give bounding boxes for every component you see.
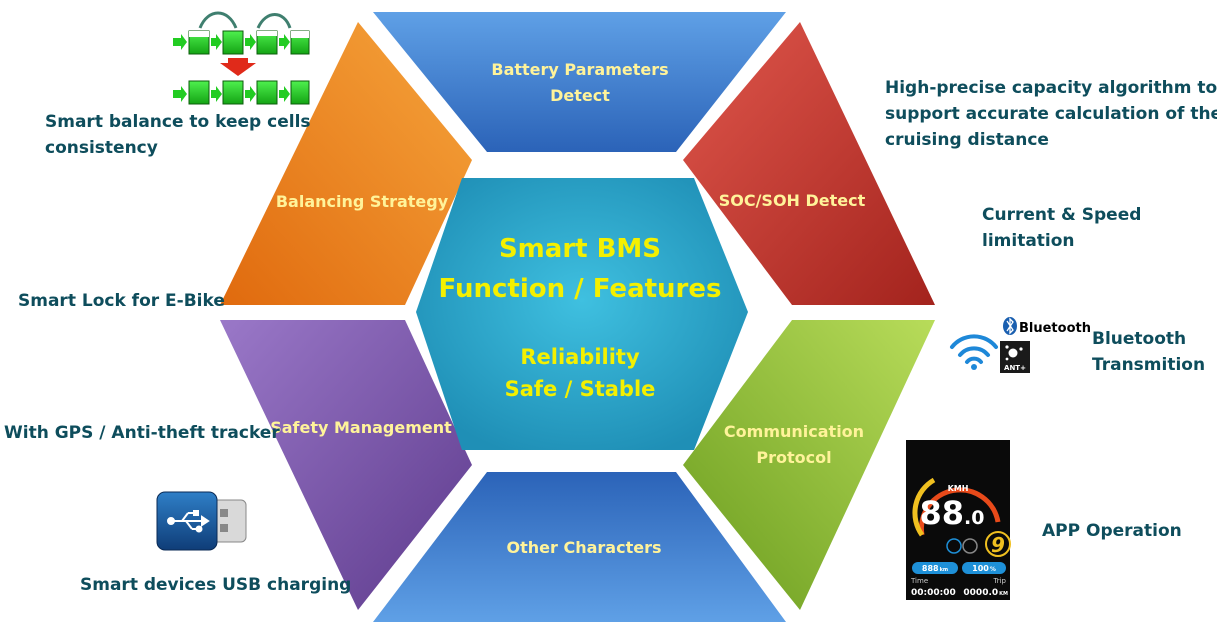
hub-title-line2: Function / Features xyxy=(439,274,722,304)
bluetooth-logo-icon: Bluetooth xyxy=(1003,317,1091,336)
segment-upper-right-label: SOC/SOH Detect xyxy=(719,191,866,210)
battery-cells-balance-icon xyxy=(173,11,310,105)
hub-title-line1: Smart BMS xyxy=(499,234,661,264)
display-trip-unit: KM xyxy=(999,591,1008,597)
segment-lower-right-communication xyxy=(683,320,935,610)
note-bluetooth-line2: Transmition xyxy=(1092,355,1206,375)
wireless-signal-icon xyxy=(950,334,998,370)
note-capacity-line2: support accurate calculation of the xyxy=(885,104,1217,124)
segment-lower-left-safety xyxy=(220,320,472,610)
segment-top-label-line2: Detect xyxy=(550,86,610,105)
display-speed-decimal: .0 xyxy=(964,507,984,529)
display-battery-unit: % xyxy=(990,566,996,573)
segment-upper-left-label: Balancing Strategy xyxy=(276,192,449,211)
display-speed-main: 88 xyxy=(920,494,965,532)
note-gps-text: With GPS / Anti-theft tracker xyxy=(4,423,280,443)
display-range: 888km xyxy=(922,564,948,573)
display-battery-value: 100 xyxy=(972,564,989,573)
hub-sub-line2: Safe / Stable xyxy=(505,377,656,401)
display-trip-number: 0000.0 xyxy=(963,588,998,598)
note-smart-balance-line2: consistency xyxy=(45,138,158,158)
display-time-label: Time xyxy=(910,577,928,585)
display-time-value: 00:00:00 xyxy=(911,588,956,598)
segment-bottom-label: Other Characters xyxy=(507,538,662,557)
segment-top-label-line1: Battery Parameters xyxy=(491,60,668,79)
note-capacity-line3: cruising distance xyxy=(885,130,1049,150)
display-gear: 9 xyxy=(991,533,1005,557)
note-capacity-algorithm: High-precise capacity algorithm to suppo… xyxy=(885,75,1217,153)
note-current-line2: limitation xyxy=(982,231,1075,251)
display-battery: 100% xyxy=(972,564,996,573)
ant-logo-icon: ANT+ xyxy=(1000,341,1030,373)
note-smart-lock: Smart Lock for E-Bike xyxy=(18,288,225,314)
segment-lower-right-label-line1: Communication xyxy=(724,422,864,441)
note-smart-balance: Smart balance to keep cells consistency xyxy=(45,109,311,161)
ant-logo-text: ANT+ xyxy=(1004,364,1026,372)
segment-top-battery-parameters xyxy=(373,12,786,152)
usb-drive-icon xyxy=(156,491,247,551)
center-hexagon xyxy=(416,178,748,450)
note-app-operation: APP Operation xyxy=(1042,518,1182,544)
ebike-display-icon: KMH 88.0 9 888km 100% Time Trip 00:00:00… xyxy=(906,440,1011,600)
note-app-text: APP Operation xyxy=(1042,521,1182,541)
note-usb-charging: Smart devices USB charging xyxy=(80,572,351,598)
note-bluetooth: Bluetooth Transmition xyxy=(1092,326,1205,378)
note-current-line1: Current & Speed xyxy=(982,205,1142,225)
display-unit: KMH xyxy=(948,484,969,493)
display-range-unit: km xyxy=(940,567,949,573)
segment-upper-right-soc-soh xyxy=(683,22,935,305)
note-usb-text: Smart devices USB charging xyxy=(80,575,352,595)
segment-lower-right-label-line2: Protocol xyxy=(756,448,831,467)
note-smart-lock-text: Smart Lock for E-Bike xyxy=(18,291,225,311)
display-range-value: 888 xyxy=(922,564,939,573)
bluetooth-logo-text: Bluetooth xyxy=(1019,321,1091,336)
display-speed: 88.0 xyxy=(920,494,985,532)
note-smart-balance-line1: Smart balance to keep cells xyxy=(45,112,311,132)
note-current-speed: Current & Speed limitation xyxy=(982,202,1141,254)
hub-sub-line1: Reliability xyxy=(520,345,640,369)
segment-upper-left-balancing xyxy=(220,22,472,305)
note-capacity-line1: High-precise capacity algorithm to xyxy=(885,78,1217,98)
display-trip-label: Trip xyxy=(992,577,1006,585)
segment-lower-left-label: Safety Management xyxy=(270,418,452,437)
note-bluetooth-line1: Bluetooth xyxy=(1092,329,1187,349)
segment-bottom-other-characters xyxy=(373,472,786,622)
display-trip-value: 0000.0KM xyxy=(963,588,1008,598)
note-gps: With GPS / Anti-theft tracker xyxy=(4,420,280,446)
